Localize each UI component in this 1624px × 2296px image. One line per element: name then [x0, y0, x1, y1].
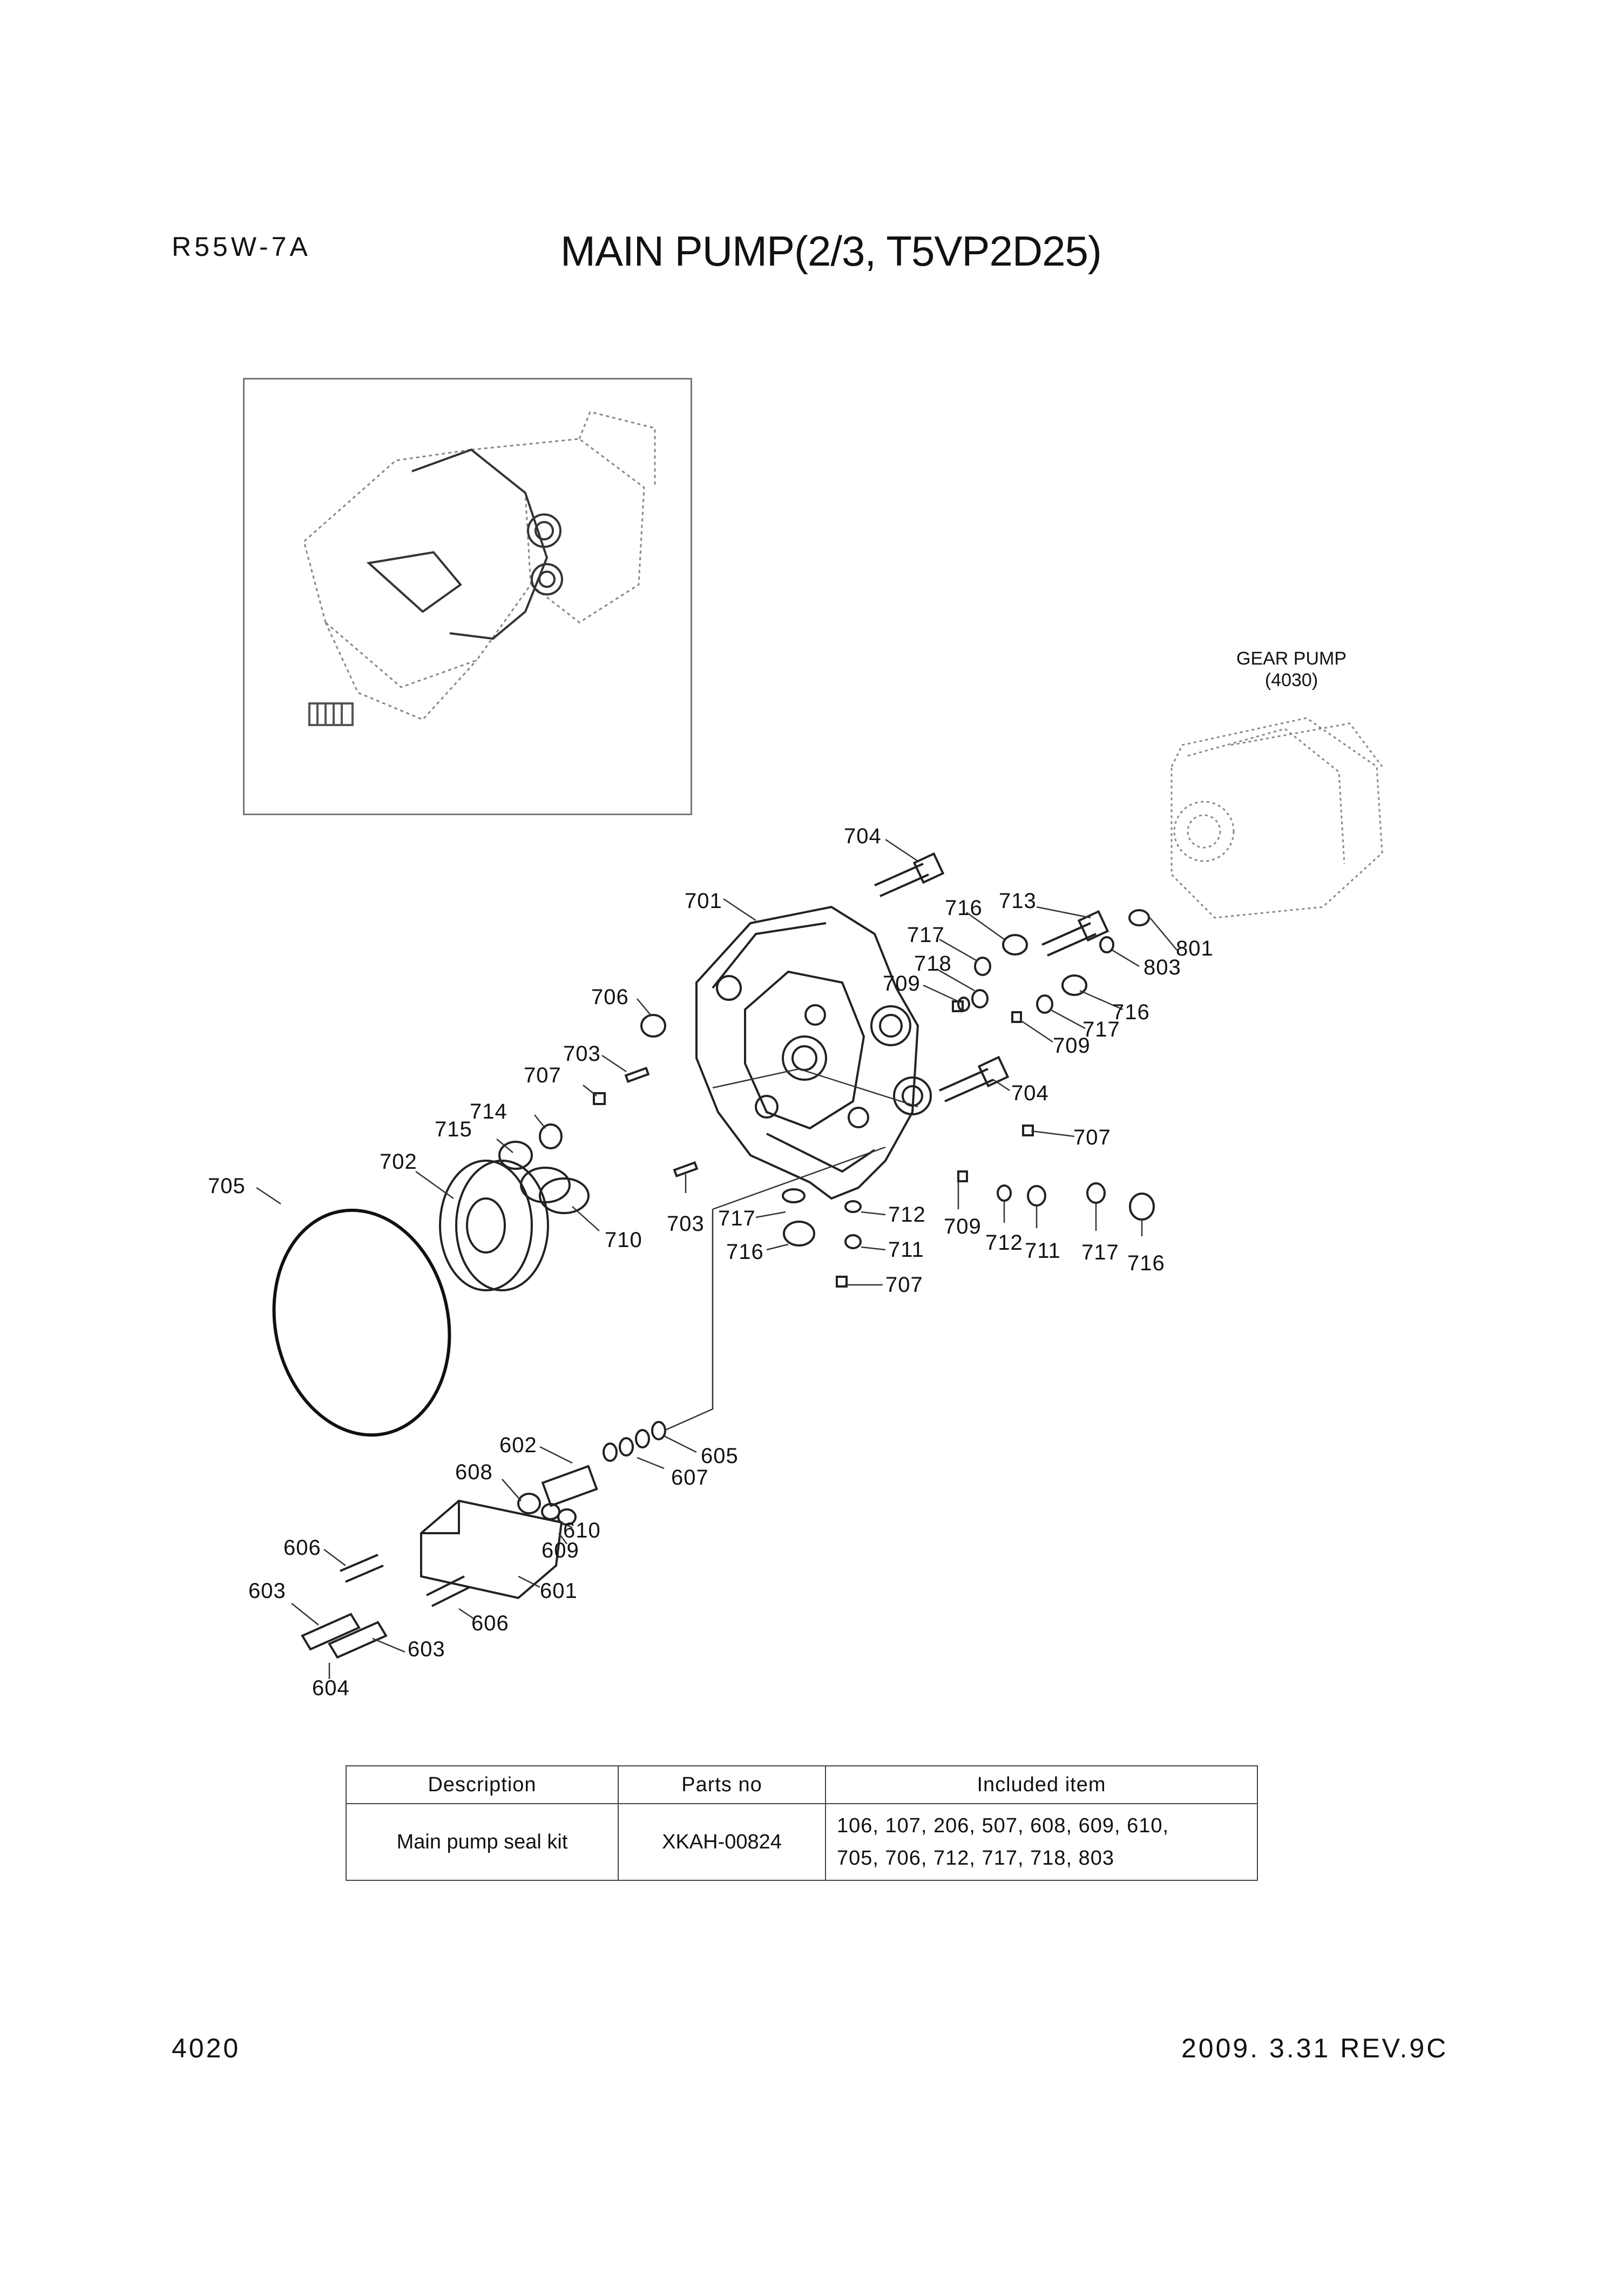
callout-717: 717: [1081, 1241, 1119, 1264]
gear-pump-name: GEAR PUMP: [1236, 648, 1347, 669]
callout-603: 603: [248, 1579, 286, 1603]
page-title: MAIN PUMP(2/3, T5VP2D25): [560, 227, 1102, 275]
column-header-parts-no: Parts no: [618, 1765, 826, 1804]
callout-712: 712: [985, 1231, 1023, 1255]
page-number: 4020: [172, 2033, 241, 2063]
gear-pump-illustration: [1170, 717, 1383, 919]
callout-705: 705: [208, 1174, 246, 1198]
table-row: Main pump seal kit XKAH-00824 106, 107, …: [346, 1803, 1258, 1881]
callout-606: 606: [471, 1611, 509, 1635]
callout-704: 704: [1011, 1081, 1049, 1105]
callout-709: 709: [1053, 1034, 1091, 1058]
callout-608: 608: [455, 1460, 493, 1484]
callout-717: 717: [1082, 1018, 1120, 1041]
callout-605: 605: [701, 1444, 739, 1468]
callout-707: 707: [885, 1273, 923, 1297]
model-code: R55W-7A: [172, 232, 311, 262]
callout-701: 701: [685, 889, 722, 913]
callout-704: 704: [844, 824, 882, 848]
callout-803: 803: [1143, 956, 1181, 979]
valve-plate-and-bearing: [439, 1123, 590, 1291]
regulator-assembly: [301, 1421, 666, 1659]
callout-609: 609: [542, 1539, 579, 1562]
callout-706: 706: [591, 985, 629, 1009]
callout-717: 717: [718, 1207, 756, 1230]
column-header-included-item: Included item: [825, 1765, 1258, 1804]
callout-716: 716: [945, 896, 983, 920]
callout-606: 606: [283, 1536, 321, 1560]
overview-inset: [243, 378, 692, 815]
leader-lines: [256, 838, 1178, 1679]
callout-603: 603: [408, 1637, 445, 1661]
callout-718: 718: [914, 952, 952, 976]
callout-713: 713: [999, 889, 1037, 913]
callout-716: 716: [726, 1240, 764, 1264]
callout-707: 707: [1073, 1126, 1111, 1149]
revision-date: 2009. 3.31 REV.9C: [1181, 2033, 1449, 2063]
callout-717: 717: [907, 923, 945, 947]
pump-housing: [695, 905, 932, 1200]
callout-602: 602: [499, 1433, 537, 1457]
callout-714: 714: [470, 1100, 508, 1123]
bolts-and-fittings: [593, 852, 1155, 1288]
gear-pump-label: GEAR PUMP (4030): [1236, 648, 1346, 691]
callout-610: 610: [563, 1519, 601, 1542]
column-header-description: Description: [346, 1765, 619, 1804]
callout-703: 703: [667, 1212, 705, 1236]
callout-601: 601: [540, 1579, 578, 1603]
callout-715: 715: [435, 1117, 472, 1141]
gear-pump-reference: (4030): [1264, 670, 1318, 690]
callout-702: 702: [380, 1150, 417, 1174]
cell-included-item: 106, 107, 206, 507, 608, 609, 610, 705, …: [825, 1803, 1258, 1881]
callout-607: 607: [671, 1466, 709, 1489]
callout-712: 712: [888, 1203, 926, 1227]
callout-711: 711: [888, 1238, 924, 1262]
callout-709: 709: [944, 1215, 982, 1238]
callout-801: 801: [1176, 937, 1214, 960]
included-item-line: 106, 107, 206, 507, 608, 609, 610,: [837, 1814, 1169, 1837]
callout-604: 604: [312, 1676, 350, 1700]
callout-703: 703: [563, 1042, 601, 1066]
callout-711: 711: [1025, 1239, 1061, 1263]
gasket-ring: [272, 1208, 451, 1437]
pump-overview-illustration: [303, 411, 656, 726]
cell-description: Main pump seal kit: [346, 1803, 619, 1881]
callout-709: 709: [883, 972, 921, 995]
callout-707: 707: [524, 1064, 561, 1087]
callout-710: 710: [605, 1228, 642, 1252]
table-header-row: Description Parts no Included item: [346, 1765, 1258, 1804]
parts-table: Description Parts no Included item Main …: [346, 1765, 1258, 1881]
callout-716: 716: [1127, 1251, 1165, 1275]
callout-716: 716: [1112, 1000, 1150, 1024]
cell-parts-no: XKAH-00824: [618, 1803, 826, 1881]
included-item-line: 705, 706, 712, 717, 718, 803: [837, 1847, 1114, 1870]
